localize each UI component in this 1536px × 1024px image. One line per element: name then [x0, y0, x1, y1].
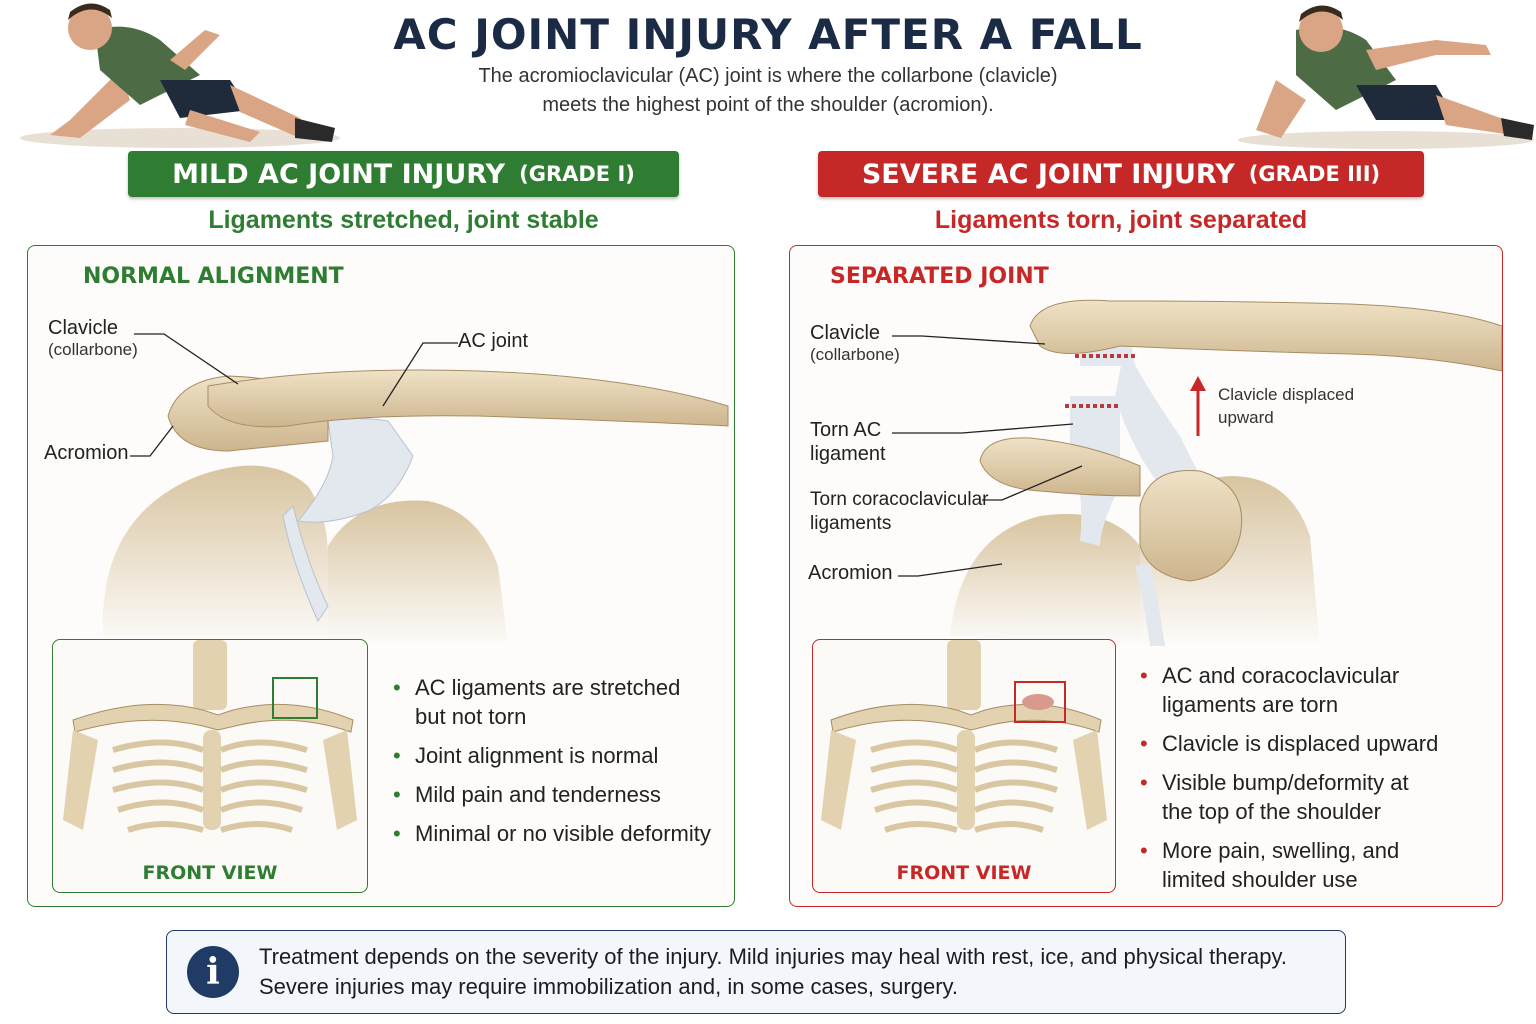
front-view-skeleton: [821, 640, 1107, 833]
mild-bullet: AC ligaments are stretched but not torn: [393, 673, 713, 731]
treatment-info-text: Treatment depends on the severity of the…: [259, 942, 1329, 1002]
acromion-label: Acromion: [44, 442, 129, 464]
severe-bullet: More pain, swelling, and limited shoulde…: [1140, 836, 1440, 894]
severe-front-view-inset: FRONT VIEW: [812, 639, 1116, 893]
clavicle-displaced-label: Clavicle displaced upward: [1218, 385, 1355, 427]
clavicle-label-text: Clavicle: [810, 322, 881, 344]
page-subtitle: The acromioclavicular (AC) joint is wher…: [300, 62, 1236, 120]
treatment-info-box: i Treatment depends on the severity of t…: [166, 930, 1346, 1014]
mild-bullet-list: AC ligaments are stretched but not torn …: [393, 673, 713, 858]
subtitle-line-2: meets the highest point of the shoulder …: [542, 94, 994, 116]
severe-bullet-list: AC and coracoclavicular ligaments are to…: [1140, 661, 1440, 904]
severe-bullet: AC and coracoclavicular ligaments are to…: [1140, 661, 1440, 719]
mild-tagline: Ligaments stretched, joint stable: [208, 206, 599, 234]
falling-person-left-illustration: [20, 3, 340, 148]
acromion-label: Acromion: [808, 562, 893, 584]
severe-tagline: Ligaments torn, joint separated: [934, 206, 1308, 234]
clavicle-sub-label: (collarbone): [810, 345, 900, 364]
clavicle-label: Clavicle (collarbone): [48, 316, 138, 360]
subtitle-line-1: The acromioclavicular (AC) joint is wher…: [478, 65, 1058, 87]
severe-inset-caption: FRONT VIEW: [896, 862, 1032, 884]
clavicle-label: Clavicle (collarbone): [810, 321, 900, 365]
clavicle-label-text: Clavicle: [48, 317, 119, 339]
mild-panel-label: NORMAL ALIGNMENT: [83, 264, 344, 289]
severe-banner-title: SEVERE AC JOINT INJURY: [861, 158, 1235, 190]
mild-inset-caption: FRONT VIEW: [142, 862, 278, 884]
mild-panel: NORMAL ALIGNMENT Clavicle (collarb: [27, 245, 735, 907]
mild-front-view-inset: FRONT VIEW: [52, 639, 368, 893]
info-icon: i: [187, 946, 239, 998]
info-line-2: Severe injuries may require immobilizati…: [259, 974, 958, 999]
torn-coracoclavicular-label: Torn coracoclavicular ligaments: [810, 489, 989, 534]
mild-banner-title: MILD AC JOINT INJURY: [172, 158, 506, 190]
mild-bullet: Joint alignment is normal: [393, 741, 713, 770]
falling-person-right-illustration: [1238, 5, 1534, 149]
severe-banner-grade: (GRADE III): [1248, 162, 1381, 186]
severe-bullet: Clavicle is displaced upward: [1140, 729, 1440, 758]
severe-bullet: Visible bump/deformity at the top of the…: [1140, 768, 1440, 826]
info-line-1: Treatment depends on the severity of the…: [259, 944, 1287, 969]
torn-ac-ligament-label: Torn AC ligament: [810, 419, 886, 465]
severe-panel: SEPARATED JOINT: [789, 245, 1503, 907]
severe-panel-label: SEPARATED JOINT: [830, 264, 1049, 289]
separated-shoulder-anatomy: [892, 299, 1502, 646]
ac-joint-label: AC joint: [458, 330, 529, 352]
clavicle-sub-label: (collarbone): [48, 340, 138, 359]
mild-bullet: Minimal or no visible deformity: [393, 819, 713, 848]
page-title: AC JOINT INJURY AFTER A FALL: [393, 10, 1143, 59]
mild-grade-banner: MILD AC JOINT INJURY (GRADE I): [128, 151, 679, 197]
normal-shoulder-anatomy: [102, 333, 729, 646]
front-view-skeleton: [63, 640, 357, 833]
mild-banner-grade: (GRADE I): [519, 162, 635, 186]
severe-grade-banner: SEVERE AC JOINT INJURY (GRADE III): [818, 151, 1424, 197]
mild-bullet: Mild pain and tenderness: [393, 780, 713, 809]
